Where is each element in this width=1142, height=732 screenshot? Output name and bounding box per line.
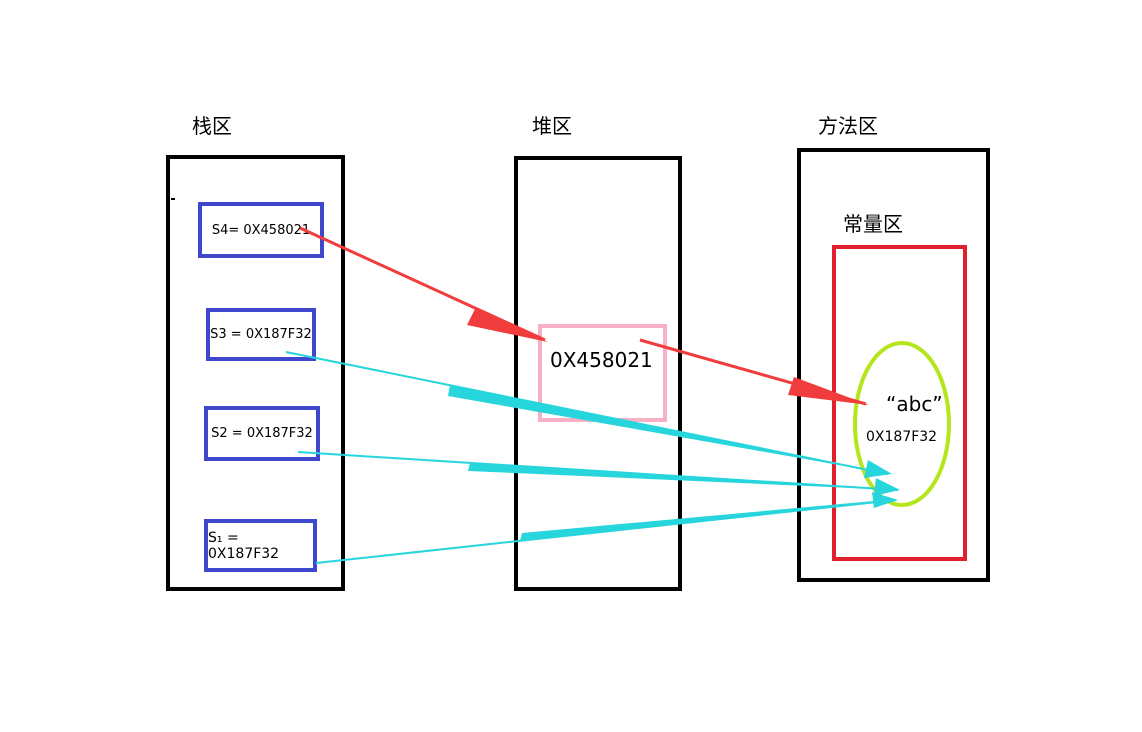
stack-var-s4: S4= 0X458021 xyxy=(198,202,324,258)
string-constant-address: 0X187F32 xyxy=(866,429,938,445)
stack-var-s3: S3 = 0X187F32 xyxy=(206,308,316,361)
method-region-title: 方法区 xyxy=(818,114,878,138)
stack-region-title: 栈区 xyxy=(192,114,232,138)
stack-var-s2: S2 = 0X187F32 xyxy=(204,406,320,461)
stray-mark xyxy=(171,198,175,200)
heap-object-box: 0X458021 xyxy=(538,324,667,422)
stack-var-s1: S₁ = 0X187F32 xyxy=(204,519,317,572)
string-constant-value: “abc” xyxy=(886,392,943,416)
heap-region-title: 堆区 xyxy=(532,114,572,138)
heap-object-address: 0X458021 xyxy=(550,348,653,372)
constant-pool-title: 常量区 xyxy=(843,212,903,236)
